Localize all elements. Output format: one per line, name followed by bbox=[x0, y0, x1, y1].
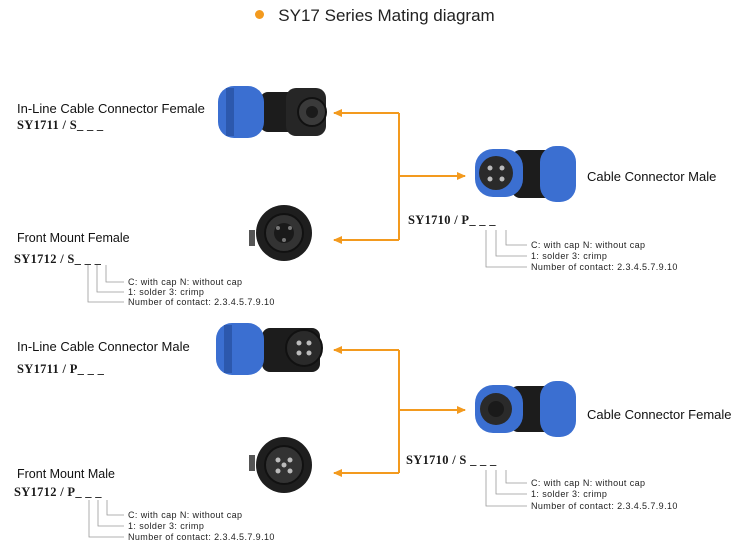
cable-connector-female-image bbox=[475, 381, 576, 437]
inline-male-connector-image bbox=[216, 323, 323, 375]
label-cable-connector-female: Cable Connector Female bbox=[587, 407, 732, 422]
note-terminal-option: 1: solder 3: crimp bbox=[128, 521, 205, 531]
front-mount-female-image bbox=[249, 205, 312, 261]
code-inline-female: SY1711 / S_ _ _ bbox=[17, 118, 104, 132]
note-contact-count: Number of contact: 2.3.4.5.7.9.10 bbox=[128, 297, 275, 307]
code-cable-connector-female: SY1710 / S _ _ _ bbox=[406, 453, 497, 467]
front-mount-male-image bbox=[249, 437, 312, 493]
diagram-title: SY17 Series Mating diagram bbox=[0, 6, 750, 26]
mating-lines-1 bbox=[333, 109, 466, 244]
code-front-mount-female: SY1712 / S_ _ _ bbox=[14, 252, 102, 266]
code-inline-male: SY1711 / P_ _ _ bbox=[17, 362, 105, 376]
title-text: SY17 Series Mating diagram bbox=[278, 6, 495, 25]
mating-lines-2 bbox=[333, 346, 466, 477]
note-contact-count: Number of contact: 2.3.4.5.7.9.10 bbox=[531, 501, 678, 511]
bullet-dot bbox=[255, 10, 265, 19]
note-contact-count: Number of contact: 2.3.4.5.7.9.10 bbox=[128, 532, 275, 542]
note-cap-option: C: with cap N: without cap bbox=[531, 478, 646, 488]
bracket-lines bbox=[87, 230, 527, 538]
label-front-mount-male: Front Mount Male bbox=[17, 467, 115, 481]
cable-connector-male-image bbox=[475, 146, 576, 202]
note-terminal-option: 1: solder 3: crimp bbox=[531, 251, 608, 261]
label-cable-connector-male: Cable Connector Male bbox=[587, 169, 717, 184]
note-terminal-option: 1: solder 3: crimp bbox=[128, 287, 205, 297]
note-cap-option: C: with cap N: without cap bbox=[128, 277, 243, 287]
note-cap-option: C: with cap N: without cap bbox=[128, 510, 243, 520]
label-inline-male: In-Line Cable Connector Male bbox=[17, 339, 190, 354]
label-inline-female: In-Line Cable Connector Female bbox=[17, 101, 205, 116]
note-cap-option: C: with cap N: without cap bbox=[531, 240, 646, 250]
code-cable-connector-male: SY1710 / P_ _ _ bbox=[408, 213, 496, 227]
inline-female-connector-image-1 bbox=[218, 86, 327, 138]
label-front-mount-female: Front Mount Female bbox=[17, 231, 130, 245]
note-terminal-option: 1: solder 3: crimp bbox=[531, 489, 608, 499]
code-front-mount-male: SY1712 / P_ _ _ bbox=[14, 485, 102, 499]
note-contact-count: Number of contact: 2.3.4.5.7.9.10 bbox=[531, 262, 678, 272]
